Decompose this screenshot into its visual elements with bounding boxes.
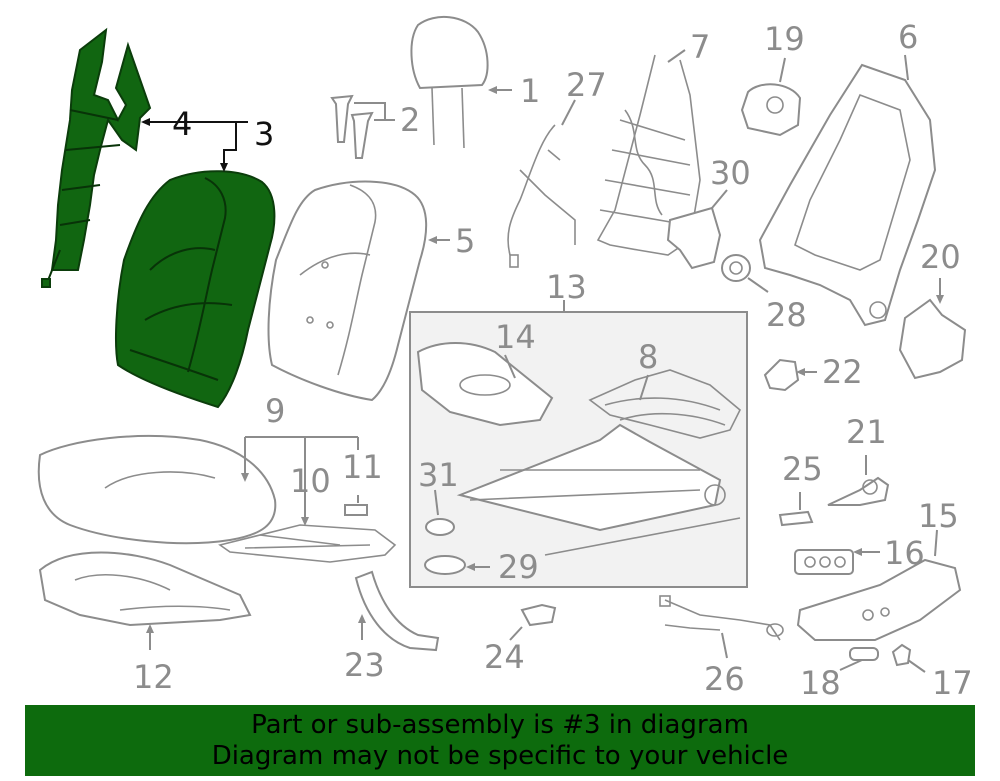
callout-19: 19 [764,20,805,58]
callout-25: 25 [782,450,823,488]
callout-2: 2 [400,101,420,139]
part-26-wire-harness[interactable] [659,595,784,641]
callout-18: 18 [800,664,841,702]
part-13-seat-adjuster-box[interactable] [409,311,748,588]
part-20-bracket[interactable] [898,298,967,380]
part-6-seat-back-frame[interactable] [758,63,937,327]
callout-10: 10 [290,462,331,500]
part-24-clip[interactable] [520,603,557,627]
callout-22: 22 [822,353,863,391]
banner-line-2: Diagram may not be specific to your vehi… [211,740,789,771]
callout-9: 9 [265,392,285,430]
callout-23: 23 [344,646,385,684]
callout-5: 5 [455,222,475,260]
part-29-gear[interactable] [424,555,466,575]
callout-labels: 1 2 3 4 5 6 7 8 9 10 11 12 13 14 15 16 1… [133,18,973,702]
leader-lines [141,49,944,673]
callout-16: 16 [884,534,925,572]
banner-line-1: Part or sub-assembly is #3 in diagram [251,709,749,740]
part-14-seat-pan[interactable] [416,342,554,427]
callout-7: 7 [690,28,710,66]
callout-13: 13 [546,268,587,306]
part-9-seat-cushion[interactable] [37,435,277,545]
part-30-bracket[interactable] [666,206,722,270]
part-1-headrest[interactable] [410,15,489,149]
seat-adjuster-rails [456,423,722,532]
part-27-wire-harness[interactable] [507,124,576,268]
part-7-back-suspension[interactable] [596,54,701,256]
callout-27: 27 [566,66,607,104]
part-11-connector[interactable] [344,504,368,516]
callout-31: 31 [418,456,459,494]
part-2-headrest-guides[interactable] [330,94,374,159]
callout-24: 24 [484,638,525,676]
part-16-switch[interactable] [794,549,854,575]
callout-21: 21 [846,413,887,451]
part-3-seat-back-cushion[interactable] [115,170,276,409]
callout-6: 6 [898,18,918,56]
callout-8: 8 [638,338,658,376]
part-18-knob[interactable] [849,647,879,661]
callout-30: 30 [710,154,751,192]
part-8-cushion-spring[interactable] [588,369,741,439]
part-28-spacer[interactable] [721,254,751,282]
part-15-side-cover[interactable] [796,558,962,641]
part-12-cushion-pad[interactable] [38,551,252,627]
part-25-bracket[interactable] [778,510,814,527]
callout-1: 1 [520,72,540,110]
part-23-side-trim[interactable] [354,570,440,652]
callout-14: 14 [495,318,536,356]
callout-12: 12 [133,658,174,696]
part-5-seat-back-cover[interactable] [267,180,428,402]
callout-28: 28 [766,296,807,334]
callout-11: 11 [342,448,383,486]
callout-17: 17 [932,664,973,702]
callout-15: 15 [918,497,959,535]
callout-29: 29 [498,548,539,586]
part-21-recliner[interactable] [827,476,890,506]
callout-26: 26 [704,660,745,698]
callout-3: 3 [254,115,274,153]
part-22-connector[interactable] [763,358,800,392]
part-10-heater-mat[interactable] [218,524,397,563]
info-banner: Part or sub-assembly is #3 in diagram Di… [25,705,975,776]
part-19-motor[interactable] [740,83,802,137]
part-17-knob[interactable] [891,643,912,667]
callout-4: 4 [172,105,192,143]
part-4-seat-heater[interactable] [41,27,152,288]
callout-20: 20 [920,238,961,276]
part-31-motor-gear[interactable] [425,518,455,536]
